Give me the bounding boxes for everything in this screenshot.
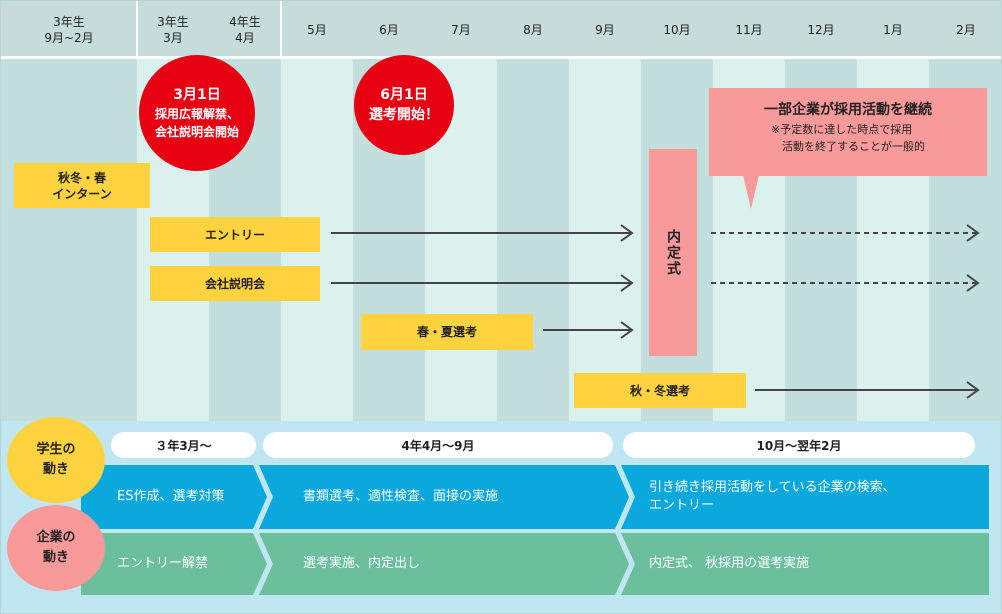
company-band-2: 選考実施、内定出し (259, 533, 629, 595)
header-cell: 1月 (883, 23, 903, 37)
timeline-header: 3年生 9月~2月 3年生 3月 4年生 4月 5月 6月 7月 8月 9月 1… (1, 1, 1001, 59)
column-bg (785, 1, 857, 421)
autumn-winter-selection-box: 秋・冬選考 (574, 373, 746, 408)
movements-section: ３年3月〜 4年4月〜9月 10月〜翌年2月 ES作成、選考対策 書類選考、適性… (1, 417, 1001, 613)
june-announcement-text: 選考開始！ (369, 107, 439, 123)
header-divider (136, 1, 138, 59)
march-announcement-date: 3月1日 (173, 87, 221, 103)
company-badge: 企業の 動き (7, 505, 105, 591)
column-bg (569, 1, 641, 421)
student-band-1: ES作成、選考対策 (81, 465, 267, 529)
spring-summer-selection-box: 春・夏選考 (361, 314, 533, 350)
company-band-1: エントリー解禁 (81, 533, 267, 595)
column-bg (713, 1, 785, 421)
header-divider (280, 1, 282, 59)
student-badge: 学生の 動き (7, 417, 105, 503)
timeline-arrows (331, 224, 980, 399)
callout-title: 一部企業が採用活動を継続 (764, 102, 932, 118)
header-cell: 7月 (451, 23, 471, 37)
company-band-3: 内定式、 秋採用の選考実施 (621, 533, 989, 595)
internship-box: 秋冬・春 インターン (14, 163, 150, 208)
period-label-2: 4年4月〜9月 (263, 432, 613, 458)
header-cell: 5月 (307, 23, 327, 37)
june-announcement-circle: 6月1日 選考開始！ (354, 55, 454, 155)
column-bg (497, 1, 569, 421)
header-cell: 12月 (807, 23, 835, 37)
header-cell: 8月 (523, 23, 543, 37)
entry-box: エントリー (150, 217, 320, 252)
header-cell: 6月 (379, 23, 399, 37)
header-cell: 3年生 3月 (157, 15, 189, 45)
header-cell: 10月 (663, 23, 691, 37)
naitei-label: 内定式 (665, 228, 681, 277)
header-cell: 9月 (595, 23, 615, 37)
june-announcement-date: 6月1日 (380, 87, 428, 103)
naitei-ceremony-box: 内定式 (649, 149, 697, 356)
period-label-1: ３年3月〜 (111, 432, 256, 458)
header-cell: 4年生 4月 (229, 15, 261, 45)
student-band-2: 書類選考、適性検査、面接の実施 (259, 465, 629, 529)
period-label-3: 10月〜翌年2月 (623, 432, 975, 458)
header-cell: 3年生 9月~2月 (44, 15, 94, 45)
header-cell: 2月 (956, 23, 976, 37)
callout-note: ※予定数に達した時点で採用 活動を終了することが一般的 (771, 123, 925, 153)
header-cell: 11月 (735, 23, 763, 37)
column-bg (1, 1, 137, 421)
column-bg (929, 1, 1001, 421)
column-bg (857, 1, 929, 421)
student-band-3: 引き続き採用活動をしている企業の検索、 エントリー (621, 465, 989, 529)
callout-pointer (743, 175, 759, 209)
continuing-recruitment-callout: 一部企業が採用活動を継続 ※予定数に達した時点で採用 活動を終了することが一般的 (709, 88, 987, 176)
briefing-box: 会社説明会 (150, 266, 320, 301)
march-announcement-circle: 3月1日 採用広報解禁、 会社説明会開始 (139, 55, 255, 171)
march-announcement-text: 採用広報解禁、 会社説明会開始 (154, 107, 239, 139)
column-bg (281, 1, 353, 421)
